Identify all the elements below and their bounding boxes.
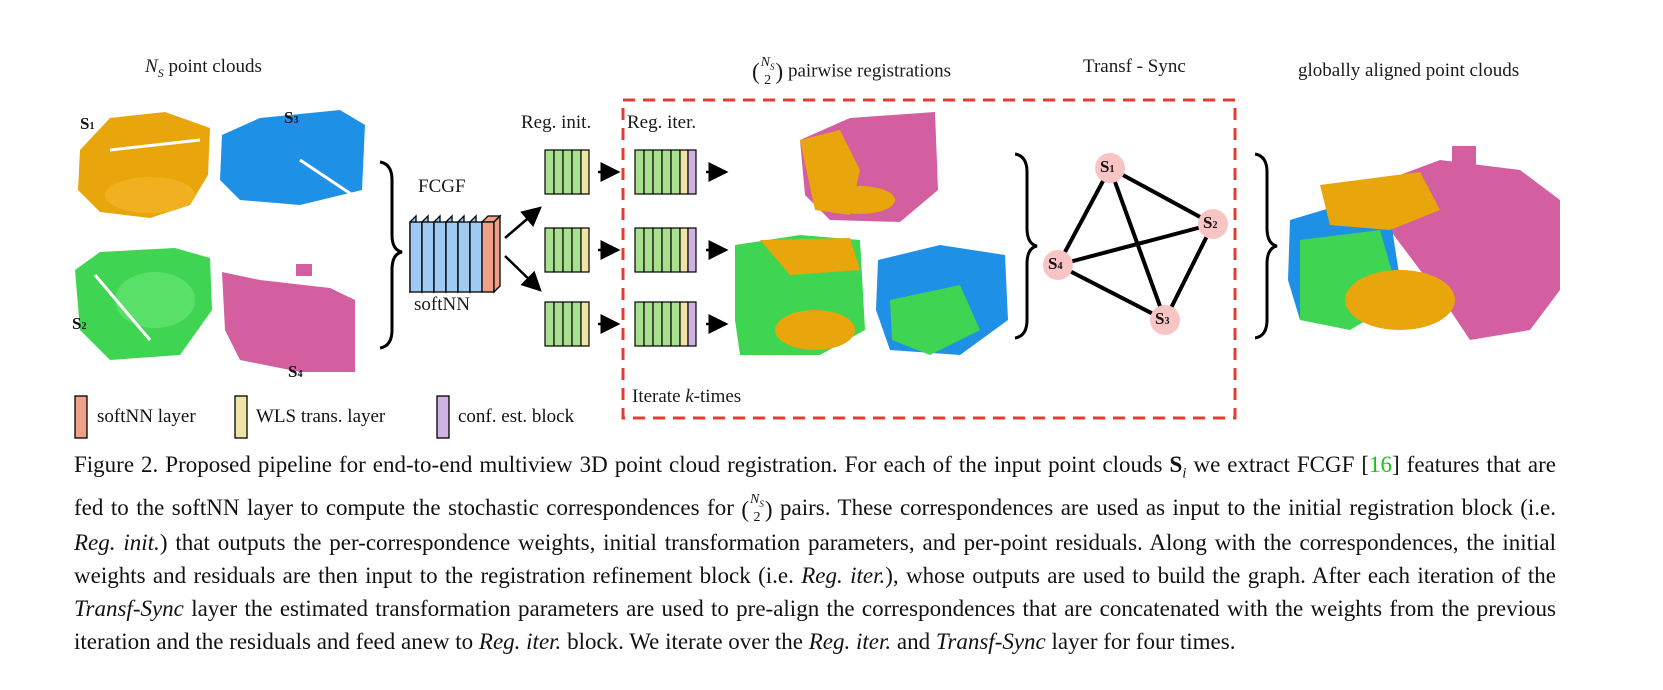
label-transf-sync: Transf - Sync (1083, 56, 1186, 77)
sync-graph (1043, 153, 1228, 335)
label-softnn: softNN (414, 294, 470, 315)
fcgf-block (409, 214, 502, 294)
reg-init-blocks (544, 149, 590, 347)
brace-3 (1254, 152, 1278, 340)
citation-link[interactable]: 16 (1369, 452, 1393, 477)
label-iterate: Iterate k-times (632, 386, 742, 407)
label-fcgf: FCGF (418, 176, 466, 197)
point-cloud-s1 (78, 112, 210, 218)
label-reg-init: Reg. init. (521, 112, 592, 133)
pipeline-figure (74, 98, 1560, 439)
label-reg-iter: Reg. iter. (627, 112, 697, 133)
reg-iter-blocks (634, 149, 697, 347)
point-cloud-s2 (75, 248, 212, 360)
figure-caption: Figure 2. Proposed pipeline for end-to-e… (74, 452, 1557, 654)
cloud-label-s2: S2 (72, 314, 87, 333)
cloud-label-s3: S3 (284, 108, 299, 127)
pairwise-result-1 (800, 112, 938, 222)
point-cloud-s4 (222, 264, 355, 372)
globally-aligned-cloud (1288, 146, 1560, 340)
legend-wls-trans-layer: WLS trans. layer (256, 406, 386, 427)
graph-node-s4: S4 (1048, 254, 1063, 273)
legend-softnn-layer: softNN layer (97, 406, 196, 427)
label-point-clouds: NS point clouds (145, 56, 262, 80)
brace-1 (379, 160, 403, 350)
graph-node-s2: S2 (1203, 213, 1218, 232)
graph-node-s3: S3 (1155, 309, 1170, 328)
pairwise-result-2 (735, 235, 865, 355)
label-globally-aligned: globally aligned point clouds (1298, 60, 1520, 81)
iteration-box (621, 98, 1237, 420)
cloud-label-s4: S4 (288, 362, 303, 381)
brace-2 (1014, 152, 1038, 340)
cloud-label-s1: S1 (80, 114, 95, 133)
pairwise-result-3 (876, 245, 1008, 355)
point-cloud-s3 (220, 110, 365, 205)
legend-icons (74, 395, 450, 439)
graph-node-s1: S1 (1100, 157, 1115, 176)
legend-conf-est-block: conf. est. block (458, 406, 575, 427)
